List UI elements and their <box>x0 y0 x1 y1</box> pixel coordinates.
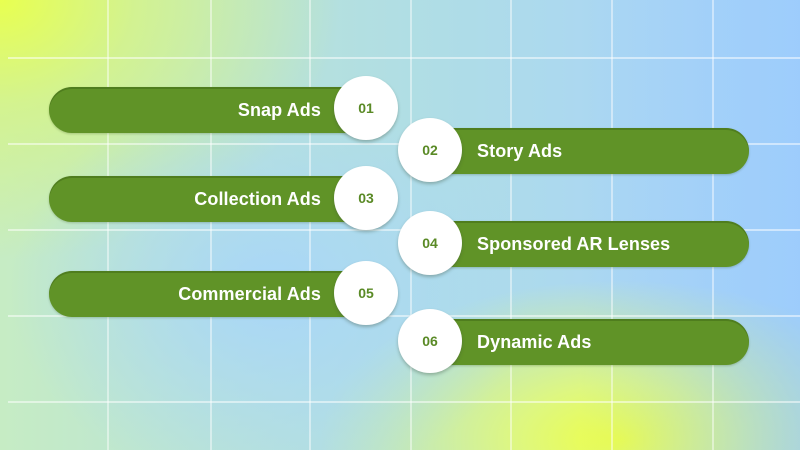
number-badge: 02 <box>398 118 462 182</box>
item-label: Story Ads <box>477 140 563 161</box>
number-badge: 05 <box>334 261 398 325</box>
grid-line-vertical <box>309 0 311 450</box>
grid-line-horizontal <box>8 315 800 317</box>
grid-line-vertical <box>107 0 109 450</box>
list-item-commercial-ads: Commercial Ads <box>49 271 379 317</box>
item-label: Sponsored AR Lenses <box>477 233 671 254</box>
item-label: Collection Ads <box>194 188 321 209</box>
number-badge: 06 <box>398 309 462 373</box>
item-label: Dynamic Ads <box>477 331 592 352</box>
item-label: Commercial Ads <box>178 283 321 304</box>
list-item-collection-ads: Collection Ads <box>49 176 379 222</box>
grid-line-horizontal <box>8 57 800 59</box>
list-item-story-ads: Story Ads <box>420 128 749 174</box>
grid-line-vertical <box>210 0 212 450</box>
list-item-sponsored-ar-lenses: Sponsored AR Lenses <box>420 221 749 267</box>
number-badge: 03 <box>334 166 398 230</box>
list-item-dynamic-ads: Dynamic Ads <box>420 319 749 365</box>
list-item-snap-ads: Snap Ads <box>49 87 379 133</box>
grid-line-horizontal <box>8 401 800 403</box>
item-label: Snap Ads <box>237 99 321 120</box>
number-badge: 04 <box>398 211 462 275</box>
number-badge: 01 <box>334 76 398 140</box>
